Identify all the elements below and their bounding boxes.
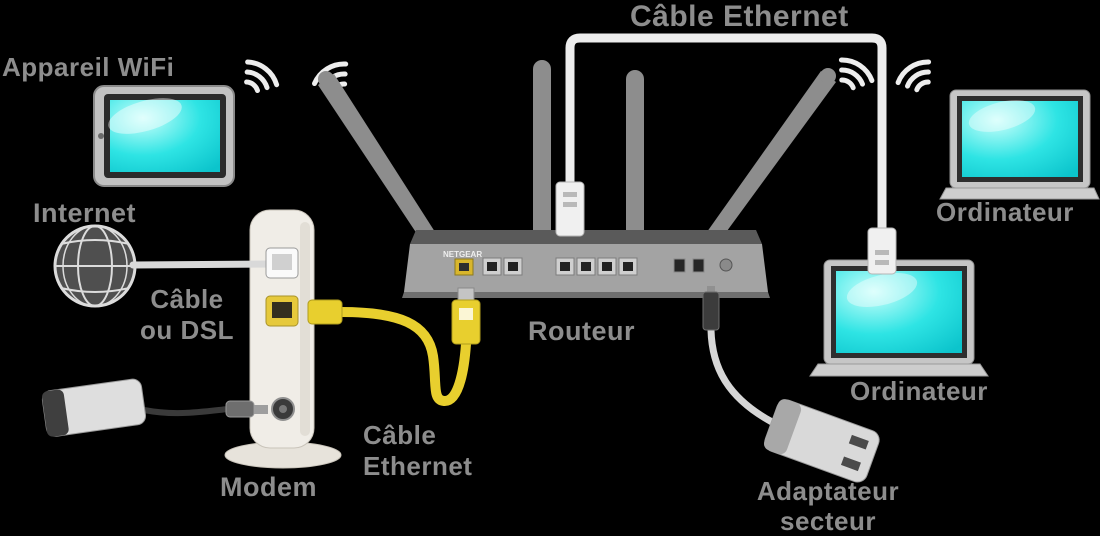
router-brand-text: NETGEAR [443,250,482,259]
usb-connector-icon [867,227,897,275]
wifi-waves-icon [238,57,281,97]
label-cable-ethernet-top: Câble Ethernet [630,0,849,33]
label-line: Adaptateur [756,476,900,506]
power-adapter-icon [763,399,880,483]
label-line: Câble [150,284,224,314]
internet-globe-icon [53,224,137,308]
label-adaptateur-secteur: Adaptateur secteur [736,476,920,536]
label-cable-ethernet-mid: Câble Ethernet [363,420,472,482]
label-line: Câble [363,420,437,450]
power-plug-icon [41,378,268,437]
power-cable [702,286,776,426]
label-cable-ou-dsl: Câble ou DSL [128,284,246,346]
laptop-device [939,89,1100,200]
label-ordinateur-bottom: Ordinateur [850,376,988,406]
wifi-waves-icon [895,57,938,96]
router-device: NETGEAR [402,230,770,298]
usb-connector-icon [555,181,585,237]
internet-cable [129,260,284,269]
label-routeur: Routeur [528,316,635,346]
wifi-waves-icon [832,55,875,94]
modem-device [129,209,342,469]
router-ethernet-ports [482,257,638,276]
label-line: secteur [780,506,876,536]
label-line: ou DSL [140,315,234,345]
ethernet-cable-white [565,33,887,245]
laptop-device [809,259,989,377]
label-modem: Modem [220,472,317,502]
ethernet-cable-yellow [307,287,481,406]
label-internet: Internet [33,198,137,228]
tablet-device [93,85,235,187]
label-ordinateur-top: Ordinateur [936,197,1074,227]
router-antennas [318,60,836,246]
label-appareil-wifi: Appareil WiFi [2,52,175,82]
label-line: Ethernet [363,451,473,481]
